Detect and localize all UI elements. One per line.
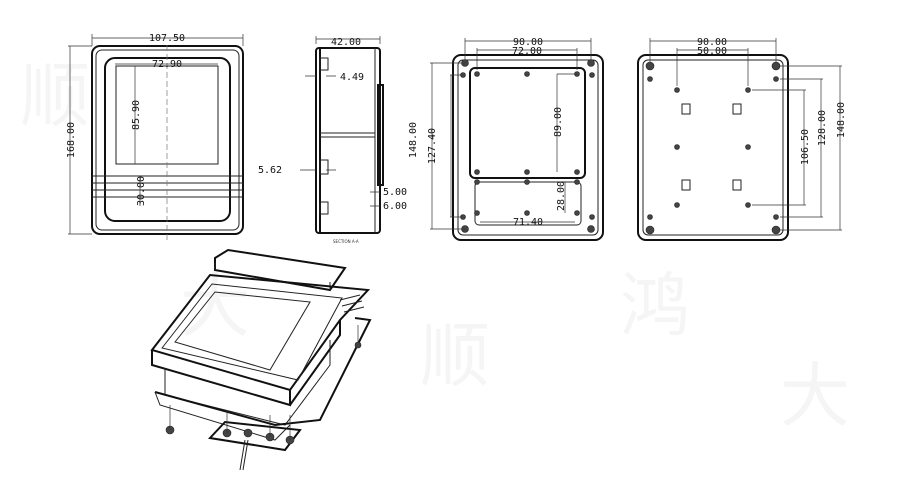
dim-rear-mount-height: 106.50 [800, 129, 811, 165]
svg-text:大: 大 [780, 355, 850, 437]
dim-rear-mount-spacing: 50.00 [697, 46, 727, 57]
section-view: 42.00 4.49 5.62 5.00 6.00 SECTION A-A [258, 36, 407, 244]
dim-step-1: 5.00 [383, 187, 407, 198]
dim-lower-height: 28.00 [556, 181, 567, 211]
dim-inner-hole-spacing: 72.00 [512, 46, 542, 57]
dim-step-2: 6.00 [383, 201, 407, 212]
svg-text:顺: 顺 [420, 315, 490, 397]
dim-inner-outer-spacing: 90.00 [513, 37, 543, 48]
dim-window-height: 85.90 [131, 100, 142, 130]
mount-holes [460, 59, 595, 233]
dim-lower-width: 71.40 [513, 217, 543, 228]
dim-depth: 42.00 [331, 37, 361, 48]
dim-lower-band: 30.00 [136, 176, 147, 206]
watermark: 顺大顺鸿大 [20, 55, 850, 437]
front-view: 107.50 72.90 85.90 168.00 30.00 [66, 33, 244, 240]
svg-text:顺: 顺 [20, 55, 90, 137]
dim-rear-outer-spacing: 90.00 [697, 37, 727, 48]
isometric-exploded-view [150, 248, 372, 471]
inner-view: 90.00 72.00 148.00 127.40 89.00 28.00 71… [408, 37, 604, 241]
dim-inner-height: 127.40 [427, 128, 438, 164]
dim-rear-outer-height: 148.00 [836, 102, 847, 138]
dim-front-height: 168.00 [66, 122, 77, 158]
dim-window-width: 72.90 [152, 59, 182, 70]
svg-text:鸿: 鸿 [620, 265, 690, 347]
dim-plate-height: 89.00 [553, 107, 564, 137]
dim-inner-outer-height: 148.00 [408, 122, 419, 158]
dim-rear-inner-height: 128.00 [817, 110, 828, 146]
dim-wall-mid: 5.62 [258, 165, 282, 176]
section-caption: SECTION A-A [333, 239, 359, 244]
dim-front-width: 107.50 [149, 33, 185, 44]
dim-wall-top: 4.49 [340, 72, 364, 83]
rear-view: 90.00 50.00 106.50 128.00 148.00 [637, 37, 847, 241]
